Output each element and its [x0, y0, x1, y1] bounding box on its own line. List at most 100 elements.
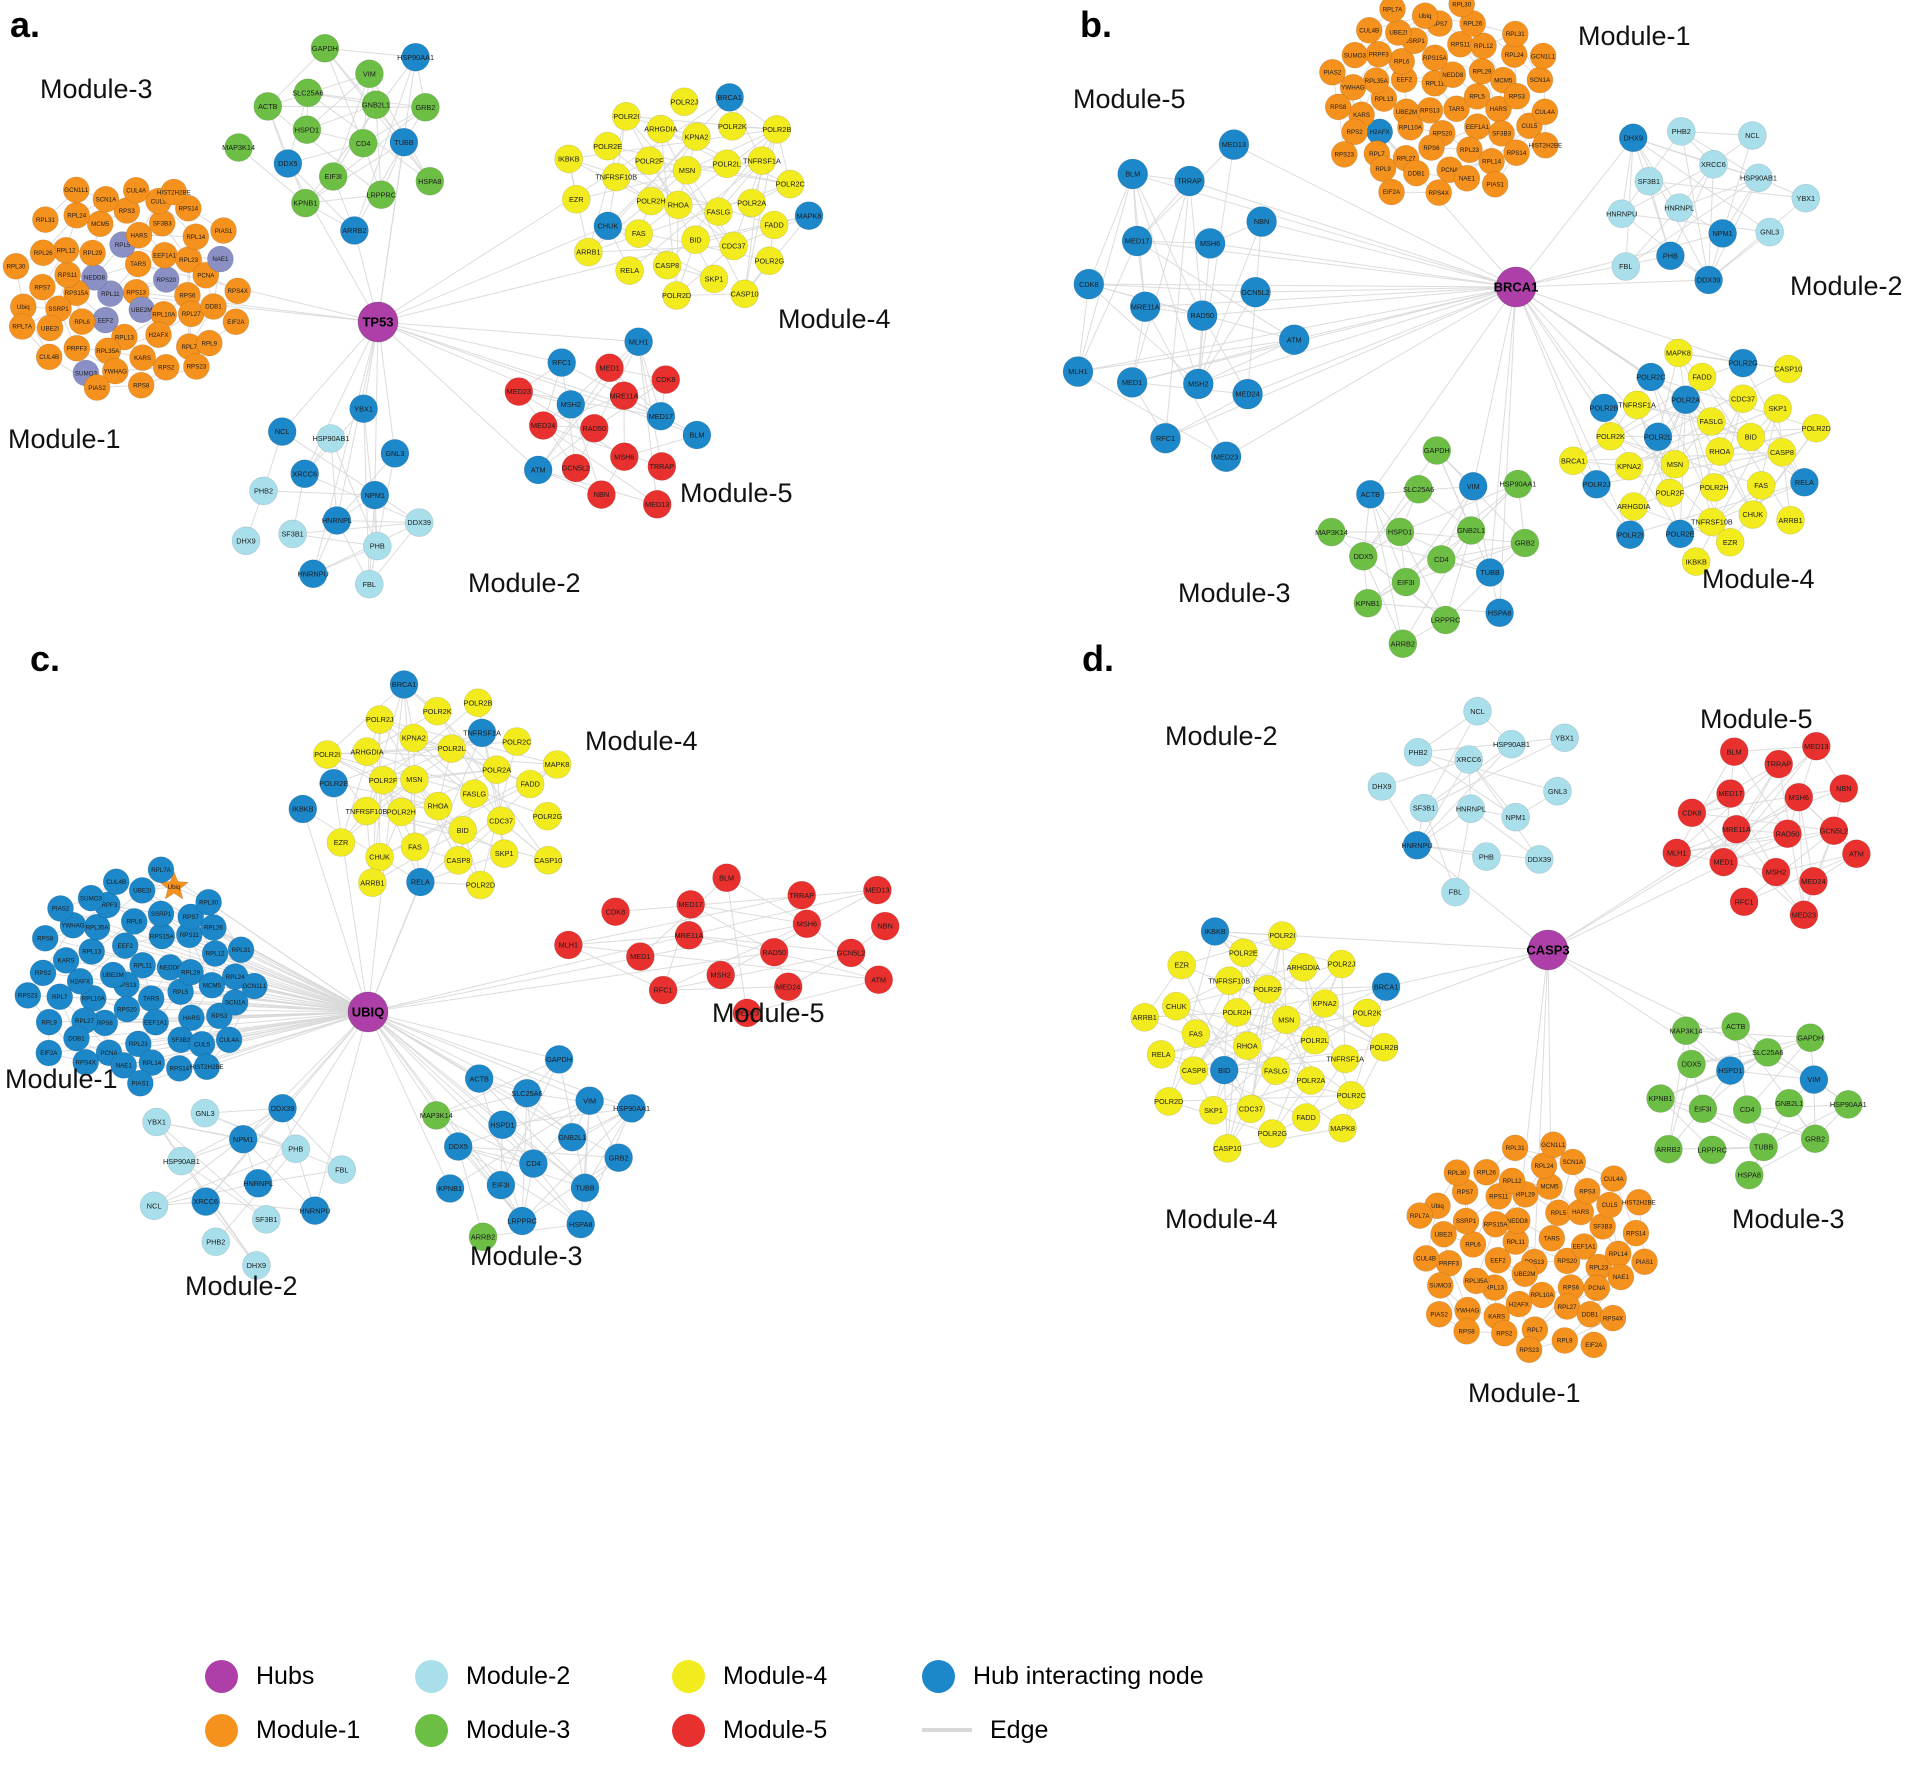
- node-label: MED24: [531, 421, 555, 430]
- node-RPS7: [29, 273, 56, 301]
- node-label: BLM: [689, 431, 704, 440]
- edge: [1572, 460, 1631, 536]
- edge: [1197, 144, 1235, 384]
- hub-edge: [377, 321, 539, 471]
- node-FAS: [624, 219, 654, 248]
- node-MED23: [504, 377, 534, 406]
- node-label: RPL6: [74, 319, 90, 326]
- node-label: HARS: [130, 232, 147, 239]
- node-label: RPL31: [36, 217, 55, 224]
- node-label: MED17: [649, 412, 673, 421]
- edge: [292, 522, 420, 535]
- node-label: POLR2L: [713, 159, 741, 168]
- hub-edge: [1131, 286, 1517, 383]
- node-BLM: [682, 420, 712, 450]
- node-RPS2: [152, 353, 180, 381]
- node-label: POLR2G: [755, 257, 785, 266]
- node-MED13: [642, 489, 672, 519]
- node-label: MLH1: [629, 337, 648, 346]
- node-PIAS1: [210, 217, 237, 244]
- node-label: FBL: [363, 580, 376, 589]
- node-RPL9: [196, 329, 223, 357]
- node-ATM: [523, 455, 553, 485]
- node-label: DDX5: [278, 159, 297, 168]
- node-label: FASLG: [707, 207, 731, 216]
- node-label: RPL30: [7, 264, 26, 271]
- edge: [1369, 494, 1404, 644]
- node-label: RPS15A: [65, 290, 90, 297]
- edge: [324, 47, 416, 58]
- edge: [1630, 481, 1805, 536]
- node-label: TARS: [130, 261, 146, 268]
- node-label: CD4: [356, 139, 371, 148]
- edge: [324, 48, 364, 144]
- node-label: RPL11: [101, 291, 120, 298]
- node-label: RELA: [620, 266, 639, 275]
- legend-label: Hub interacting node: [973, 1661, 1204, 1690]
- node-label: POLR2C: [776, 180, 805, 189]
- edge: [1710, 421, 1754, 515]
- node-KPNB1: [291, 188, 320, 218]
- node-label: SF3B3: [153, 221, 172, 228]
- module-label-module-4: Module-4: [778, 304, 891, 334]
- edge: [1621, 213, 1770, 233]
- node-MRE11A: [609, 381, 639, 411]
- node-label: MAPK8: [797, 211, 822, 220]
- hub-edge: [1088, 283, 1517, 288]
- hub-edge: [377, 321, 396, 454]
- node-label: KPNB1: [293, 199, 317, 208]
- edge: [292, 533, 378, 547]
- node-RPL29: [79, 239, 106, 267]
- panel-TP53: CD4HSPD1GNB2L1EIF3ISLC25A6TUBBDDX5VIMLRP…: [2, 33, 891, 599]
- node-label: RPL5: [115, 242, 131, 249]
- edge: [1708, 197, 1807, 281]
- edge: [1685, 399, 1713, 523]
- node-PIAS2: [83, 374, 111, 401]
- node-label: GRB2: [415, 103, 435, 112]
- node-SLC25A6: [293, 78, 323, 108]
- node-POLR2L: [712, 149, 742, 179]
- edge: [518, 391, 625, 458]
- node-KARS: [129, 344, 156, 371]
- node-label: HIST2H2BE: [157, 189, 191, 196]
- node-label: SSRP1: [48, 306, 69, 313]
- node-POLR2D: [662, 281, 691, 310]
- edge: [588, 245, 734, 253]
- node-label: TUBB: [394, 138, 414, 147]
- node-label: CUL4B: [39, 354, 59, 361]
- edge: [638, 129, 778, 234]
- node-label: XRCC6: [292, 469, 317, 478]
- node-RFC1: [547, 348, 577, 377]
- node-CASP10: [730, 279, 759, 309]
- edge-swatch: [922, 1728, 972, 1732]
- edge: [1625, 137, 1634, 267]
- node-label: MSN: [679, 166, 695, 175]
- node-GAPDH: [310, 33, 340, 63]
- edge: [561, 362, 662, 417]
- node-TUBB: [389, 127, 419, 157]
- hub-edge: [281, 321, 379, 432]
- legend-label: Edge: [990, 1715, 1049, 1744]
- node-label: DDX39: [407, 518, 431, 527]
- edge: [570, 404, 602, 495]
- module-label-module-2: Module-2: [468, 568, 581, 598]
- node-VIM: [355, 59, 384, 89]
- node-TNFRSF1A: [747, 146, 777, 175]
- node-TRRAP: [647, 452, 677, 481]
- node-POLR2J: [669, 87, 699, 117]
- node-ARHGDIA: [646, 114, 676, 144]
- node-label: GNL3: [385, 449, 404, 458]
- node-label: IKBKB: [558, 155, 580, 164]
- node-label: NCL: [275, 427, 290, 436]
- node-RELA: [615, 256, 644, 285]
- edge: [1633, 137, 1759, 179]
- node-FASLG: [704, 197, 733, 226]
- node-label: BRCA1: [717, 93, 741, 102]
- node-SCN1A: [92, 185, 120, 213]
- edge: [543, 425, 662, 467]
- node-label: KARS: [134, 355, 151, 362]
- node-RPL6: [68, 308, 96, 335]
- node-label: RPS11: [58, 272, 78, 279]
- node-RPS23: [183, 353, 210, 380]
- legend-label: Module-1: [256, 1715, 361, 1744]
